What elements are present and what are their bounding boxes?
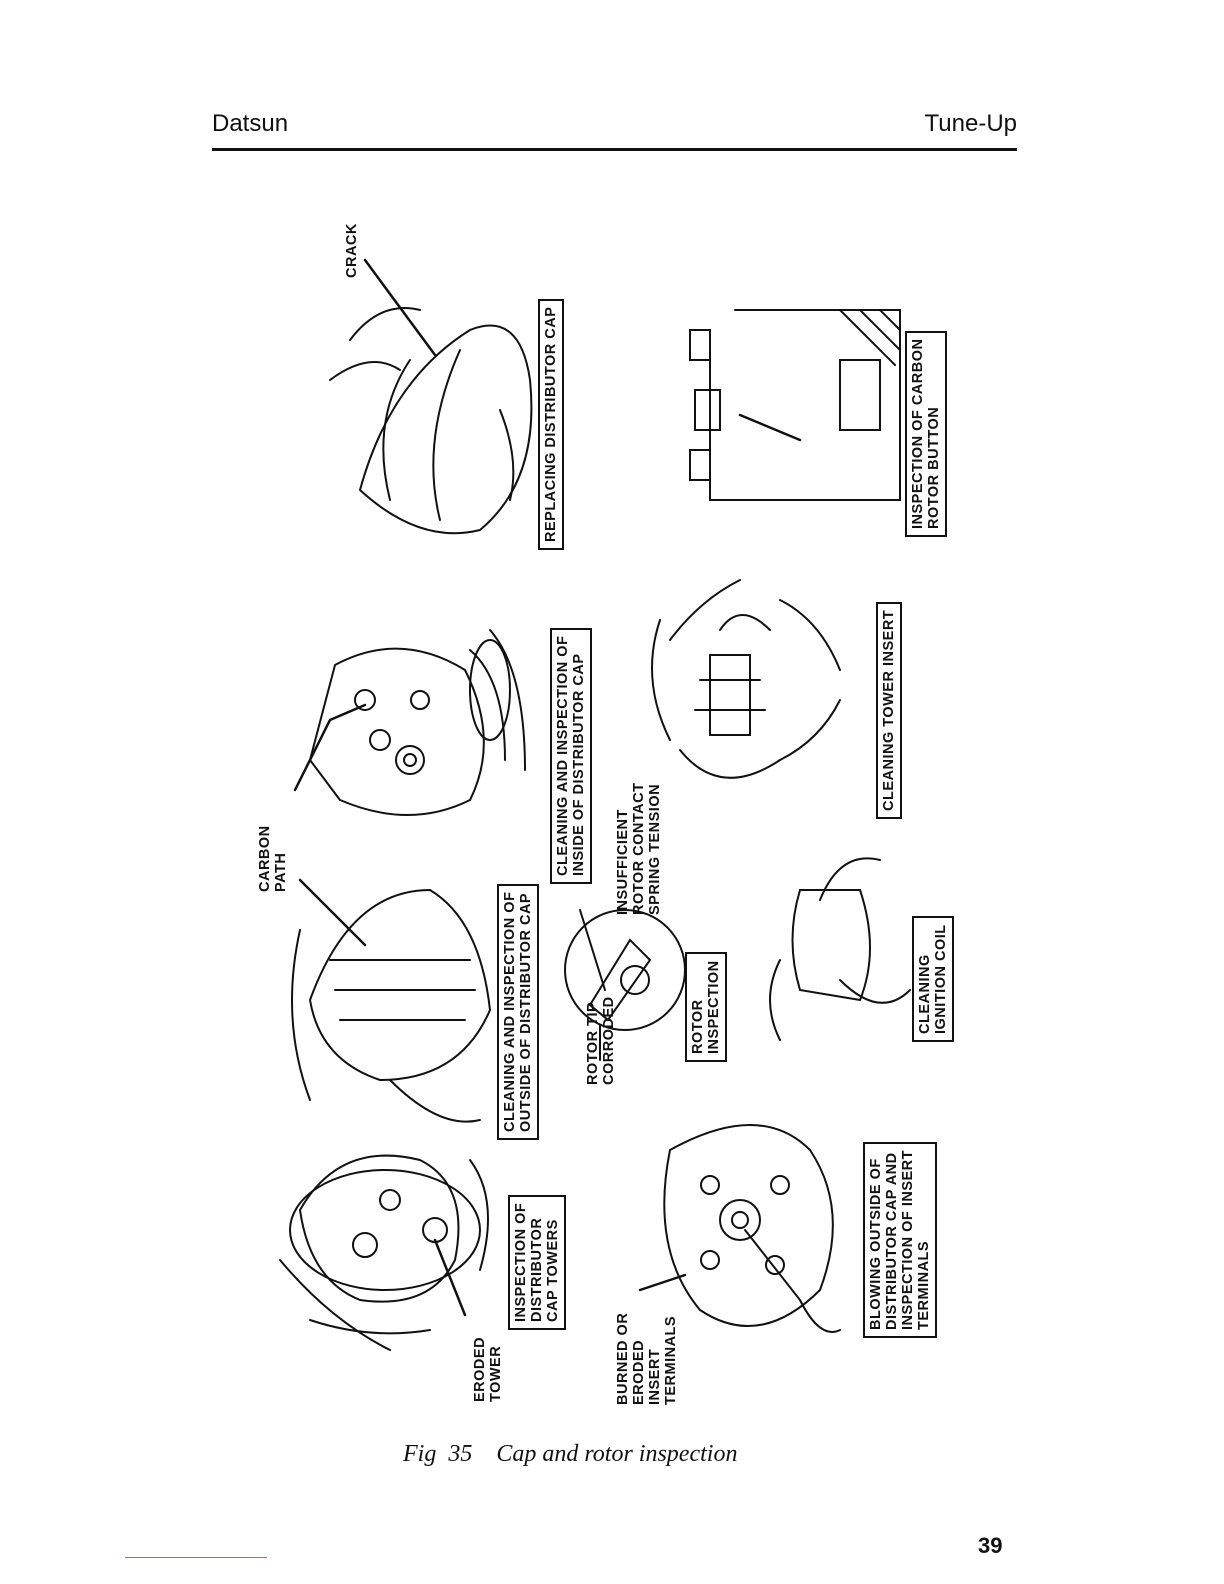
tower-insert-drawing (651, 579, 841, 779)
cap-towers-drawing (279, 1154, 489, 1351)
label-carbon-rotor-button: INSPECTION OF CARBON ROTOR BUTTON (905, 330, 947, 537)
page-number: 39 (978, 1533, 1003, 1558)
label-cleaning-outside-cap: CLEANING AND INSPECTION OF OUTSIDE OF DI… (497, 883, 539, 1140)
ignition-coil-drawing (769, 857, 911, 1041)
label-carbon-path: CARBON PATH (257, 825, 289, 892)
running-header-right: Tune-Up (924, 110, 1017, 137)
label-rotor-inspection: ROTOR INSPECTION (685, 952, 727, 1062)
figure-illustration: ERODED TOWER INSPECTION OF DISTRIBUTOR C… (240, 200, 980, 1420)
label-cleaning-tower-insert: CLEANING TOWER INSERT (876, 601, 902, 819)
carbon-button-drawing (689, 309, 901, 501)
label-replacing-distributor-cap: REPLACING DISTRIBUTOR CAP (538, 298, 564, 550)
label-inspection-cap-towers: INSPECTION OF DISTRIBUTOR CAP TOWERS (508, 1194, 566, 1330)
cap-top-drawing (293, 629, 526, 816)
cap-outside-drawing (291, 878, 492, 1123)
blowing-cap-drawing (638, 1124, 841, 1333)
rotor-drawing (564, 909, 686, 1061)
label-insufficient-spring-tension: INSUFFICIENT ROTOR CONTACT SPRING TENSIO… (615, 782, 663, 915)
replacing-cap-drawing (329, 258, 533, 535)
footer-rule (125, 1557, 267, 1558)
label-eroded-tower: ERODED TOWER (472, 1336, 504, 1402)
label-cleaning-ignition-coil: CLEANING IGNITION COIL (912, 916, 954, 1042)
label-cleaning-inside-cap: CLEANING AND INSPECTION OF INSIDE OF DIS… (550, 627, 592, 884)
header-rule (212, 148, 1017, 151)
label-rotor-tip-corroded: ROTOR TIP CORRODED (585, 996, 617, 1085)
running-header-left: Datsun (212, 110, 289, 137)
figure-drawings (279, 258, 911, 1351)
label-crack: CRACK (344, 223, 360, 278)
label-burned-eroded-terminals: BURNED OR ERODED INSERT TERMINALS (615, 1312, 679, 1405)
label-blowing-outside-cap: BLOWING OUTSIDE OF DISTRIBUTOR CAP AND I… (863, 1142, 937, 1338)
figure-caption: Fig 35 Cap and rotor inspection (403, 1441, 738, 1467)
